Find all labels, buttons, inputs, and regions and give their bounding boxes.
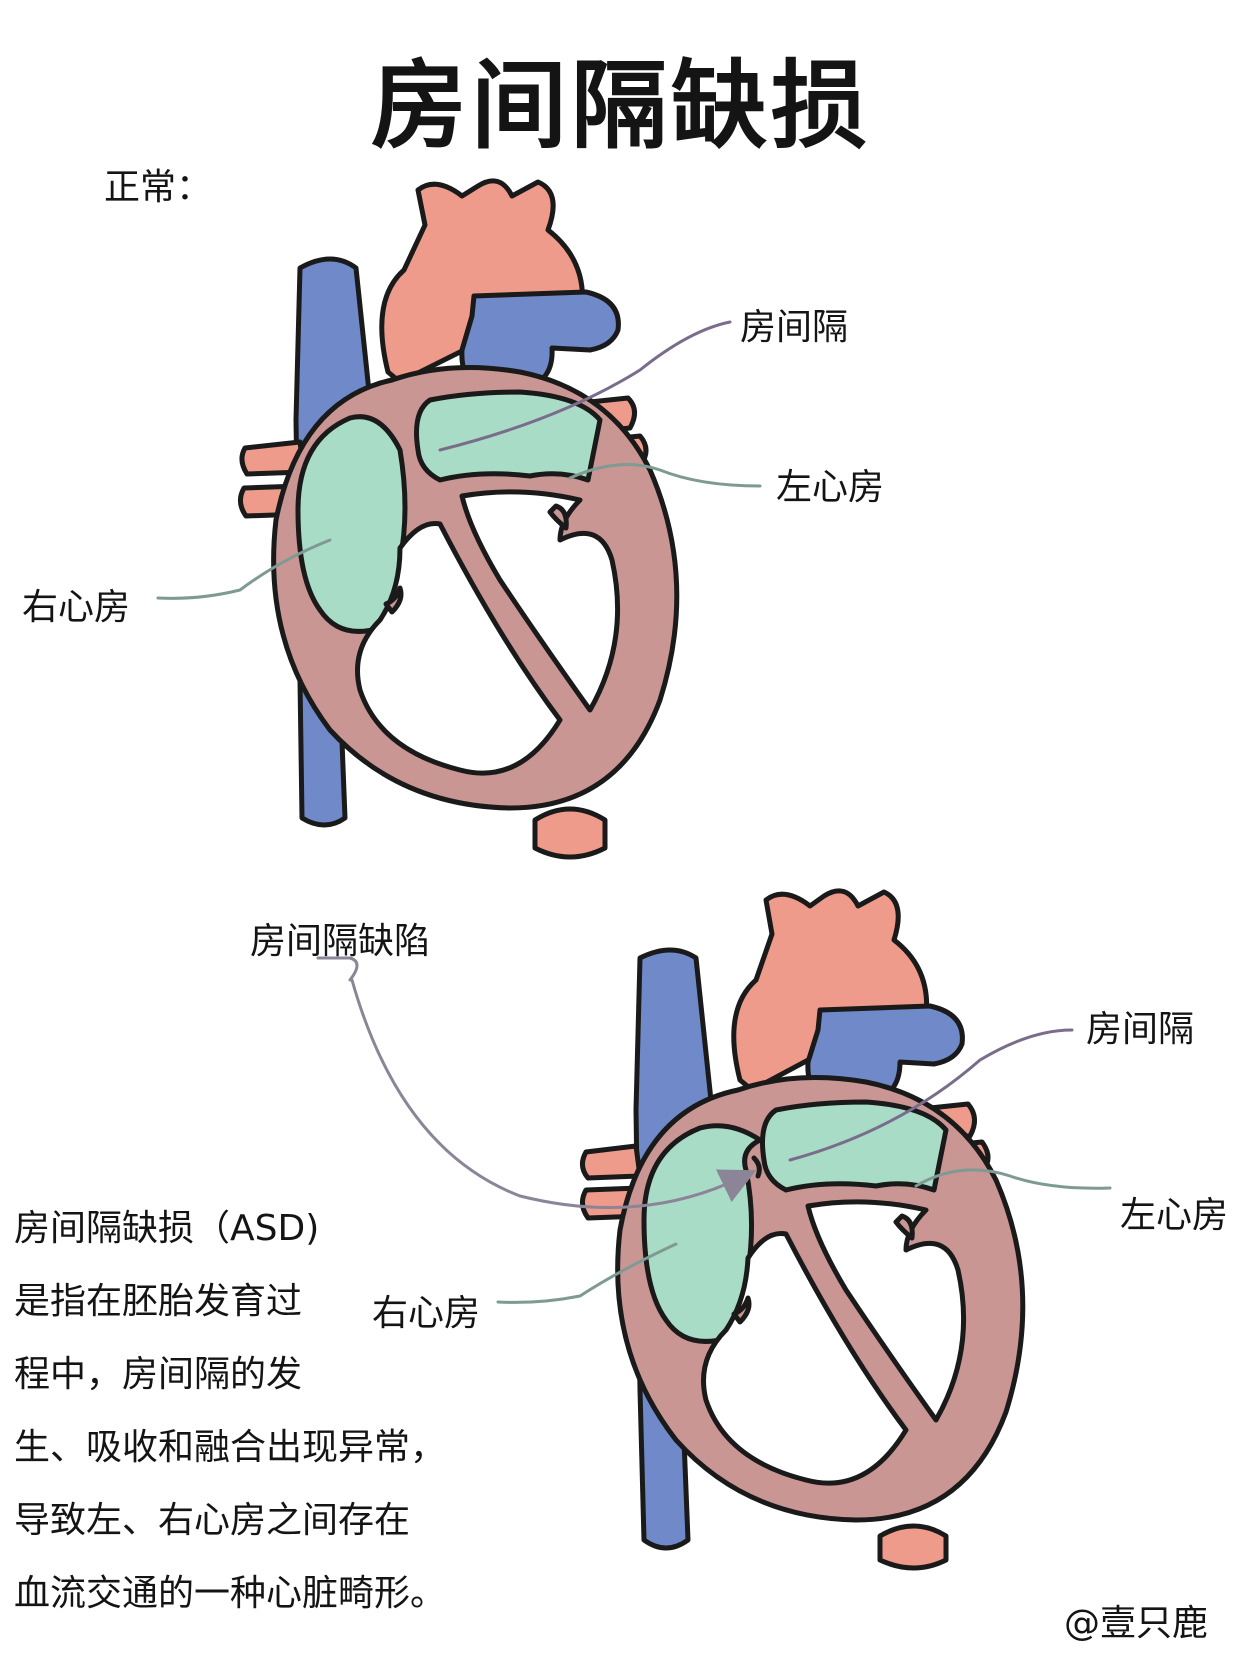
normal-leader-lines: [156, 320, 762, 600]
normal-septum-label: 房间隔: [740, 307, 849, 348]
normal-section-label: 正常：: [104, 167, 213, 208]
normal-septum-leader: [438, 320, 732, 452]
asd-septum-label: 房间隔: [1086, 1009, 1195, 1050]
asd-inferior-vessel: [877, 1523, 949, 1571]
asd-left-ventricle: [805, 1199, 967, 1423]
asd-tricuspid-valve: [731, 1295, 752, 1325]
asd-defect-label: 房间隔缺陷: [250, 921, 431, 962]
right-ventricle: [355, 521, 563, 776]
asd-left-atrium-leader: [914, 1168, 1112, 1190]
asd-defect-pointer: [350, 978, 757, 1210]
heart-diagram-asd: [580, 888, 1026, 1571]
description-line: 生、吸收和融合出现异常，: [14, 1427, 447, 1468]
asd-pulmonary-vein-left-1: [580, 1143, 643, 1181]
description-text: 房间隔缺损（ASD) 是指在胚胎发育过 程中，房间隔的发 生、吸收和融合出现异常…: [14, 1192, 446, 1630]
heart-diagram-normal: [238, 178, 680, 860]
description-line: 导致左、右心房之间存在: [14, 1500, 411, 1541]
asd-left-atrium-label: 左心房: [1120, 1195, 1229, 1236]
normal-left-atrium-leader: [568, 463, 762, 488]
asd-leader-lines: [316, 956, 1112, 1304]
asd-right-ventricle: [701, 1231, 909, 1486]
asd-left-atrium: [760, 1099, 949, 1193]
page-title: 房间隔缺损: [371, 50, 871, 162]
asd-septal-gap: [751, 1155, 762, 1179]
asd-mitral-valve: [893, 1213, 915, 1241]
asd-defect-leader: [316, 956, 359, 982]
asd-right-atrium-label: 右心房: [372, 1293, 481, 1334]
left-ventricle: [459, 489, 621, 713]
asd-septum-leader: [788, 1028, 1074, 1162]
tricuspid-valve: [383, 585, 404, 615]
normal-right-atrium-label: 右心房: [22, 587, 131, 628]
asd-right-atrium-leader: [496, 1242, 678, 1304]
description-line: 血流交通的一种心脏畸形。: [14, 1573, 447, 1614]
normal-right-atrium-leader: [156, 538, 332, 600]
description-line: 房间隔缺损（ASD): [14, 1208, 320, 1249]
description-line: 是指在胚胎发育过: [14, 1281, 303, 1322]
inferior-vessel: [532, 806, 608, 860]
description-line: 程中，房间隔的发: [14, 1354, 303, 1395]
author-signature: @壹只鹿: [1064, 1603, 1209, 1644]
normal-left-atrium-label: 左心房: [776, 467, 885, 508]
mitral-valve: [547, 503, 569, 531]
